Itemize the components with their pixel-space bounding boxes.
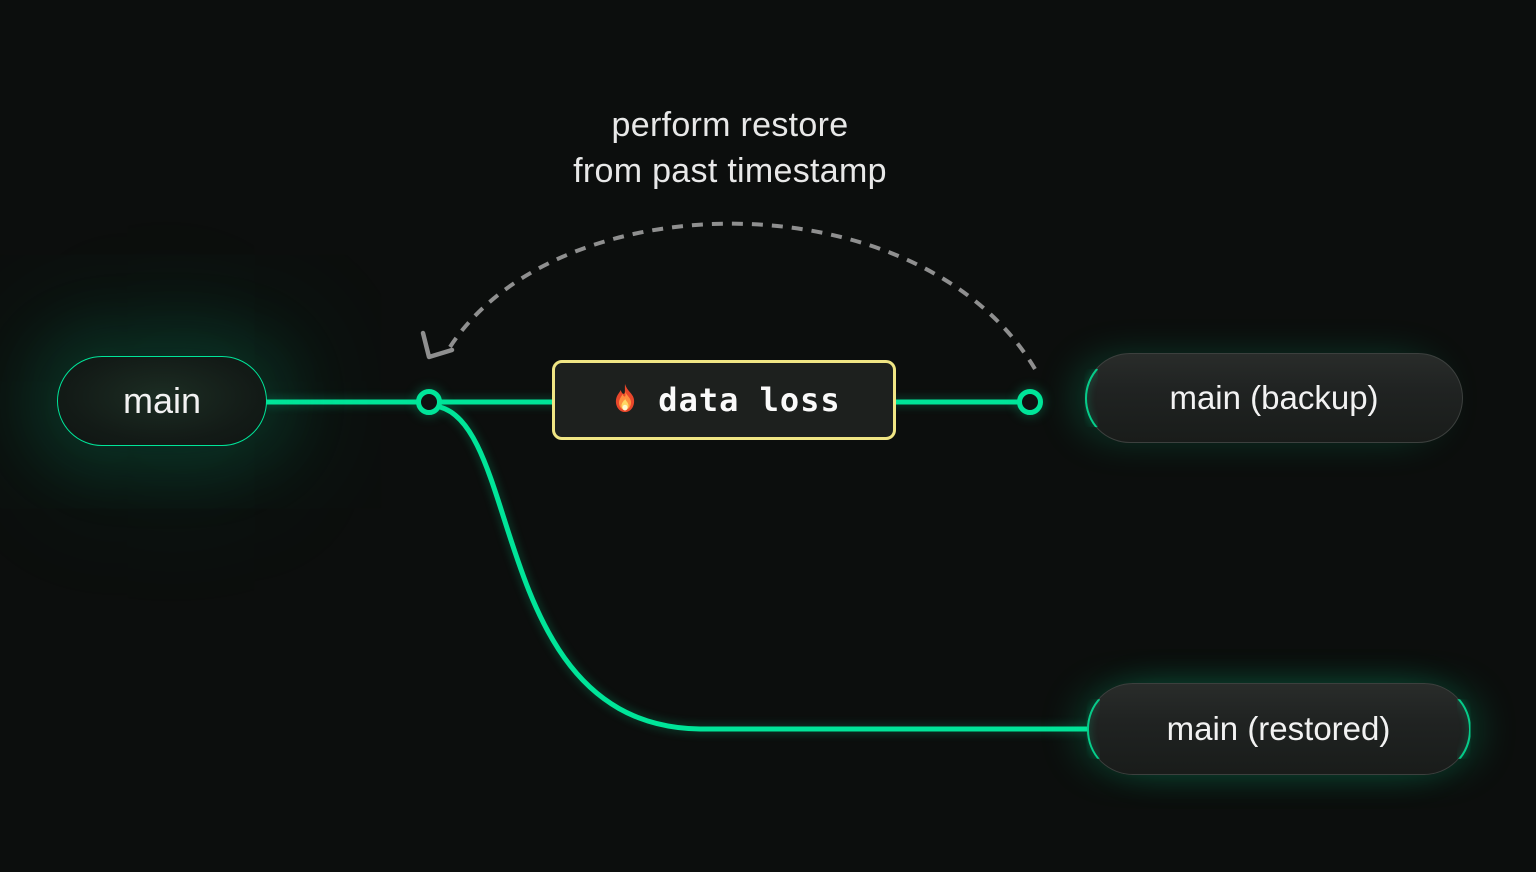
- restore-point-ring: [416, 389, 442, 415]
- node-main-backup-label: main (backup): [1169, 379, 1379, 416]
- branch-line-restored: [437, 404, 1090, 732]
- node-main: main: [57, 356, 267, 446]
- restore-annotation: perform restore from past timestamp: [400, 102, 1060, 194]
- data-loss-event-box: data loss: [552, 360, 896, 440]
- node-main-label: main: [122, 380, 202, 421]
- node-main-restored: main (restored): [1087, 683, 1470, 775]
- data-loss-label: data loss: [658, 381, 841, 419]
- fire-icon: [607, 382, 643, 418]
- backup-point-ring: [1017, 389, 1043, 415]
- annotation-line-1: perform restore: [611, 106, 849, 144]
- node-main-restored-label: main (restored): [1166, 710, 1391, 747]
- restore-arc: [448, 221, 1041, 377]
- annotation-line-2: from past timestamp: [573, 152, 887, 190]
- arrowhead-icon: [420, 330, 455, 360]
- node-main-backup: main (backup): [1085, 353, 1463, 443]
